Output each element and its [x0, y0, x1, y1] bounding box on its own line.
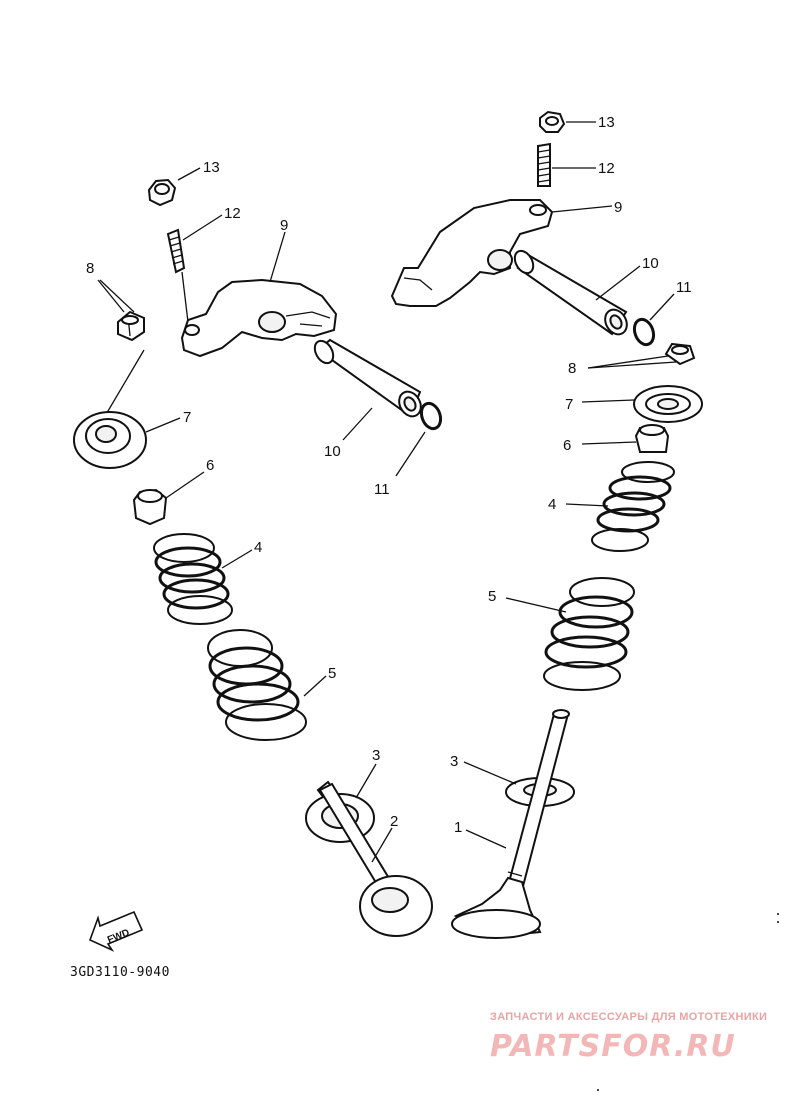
callout-5-right: 5	[488, 588, 496, 605]
valve-right	[451, 709, 570, 939]
callout-8-right: 8	[568, 360, 576, 377]
callout-12-left: 12	[224, 205, 241, 222]
callout-7-right: 7	[565, 396, 573, 413]
valve-stem-seal-left	[132, 488, 168, 526]
o-ring-right	[632, 317, 656, 347]
callout-12-right: 12	[598, 160, 615, 177]
callout-10-left: 10	[324, 443, 341, 460]
callout-3-left: 3	[372, 747, 380, 764]
rocker-shaft-right	[513, 249, 628, 336]
callout-10-right: 10	[642, 255, 659, 272]
o-ring-left	[419, 401, 443, 431]
valve-stem-seal-right	[634, 424, 670, 453]
callout-8-left: 8	[86, 260, 94, 277]
spring-retainer-left	[73, 411, 147, 469]
inner-spring-right	[591, 461, 675, 552]
nut-right	[539, 110, 566, 133]
callout-6-left: 6	[206, 457, 214, 474]
rocker-arm-left	[180, 278, 338, 358]
callout-3-right: 3	[450, 753, 458, 770]
inner-spring-left	[153, 533, 233, 625]
callout-11-right: 11	[676, 279, 692, 296]
forward-arrow-icon	[88, 910, 144, 952]
callout-9-left: 9	[280, 217, 288, 234]
outer-spring-right	[543, 577, 635, 691]
valve-left	[318, 782, 433, 937]
callout-5-left: 5	[328, 665, 336, 682]
adjusting-screw-right	[537, 142, 551, 187]
callout-9-right: 9	[614, 199, 622, 216]
callout-4-right: 4	[548, 496, 556, 513]
rocker-arm-right	[390, 199, 554, 307]
outer-spring-left	[207, 629, 307, 741]
diagram-code: 3GD3110-9040	[70, 965, 170, 980]
callout-7-left: 7	[183, 409, 191, 426]
spring-retainer-right	[633, 385, 703, 423]
callout-6-right: 6	[563, 437, 571, 454]
valve-cotter-right	[664, 342, 696, 366]
rocker-shaft-left	[313, 338, 422, 418]
callout-11-left: 11	[374, 481, 390, 498]
callout-13-left: 13	[203, 159, 220, 176]
callout-1-right: 1	[454, 819, 462, 836]
valve-cotter-left	[117, 310, 145, 342]
callout-13-right: 13	[598, 114, 615, 131]
callout-4-left: 4	[254, 539, 262, 556]
adjusting-screw-left	[166, 228, 186, 274]
watermark-logo: PARTSFOR.RU	[490, 1029, 736, 1064]
callout-2-left: 2	[390, 813, 398, 830]
watermark-tagline: ЗАПЧАСТИ И АКСЕССУАРЫ ДЛЯ МОТОТЕХНИКИ	[490, 1011, 767, 1023]
nut-left	[147, 178, 177, 207]
